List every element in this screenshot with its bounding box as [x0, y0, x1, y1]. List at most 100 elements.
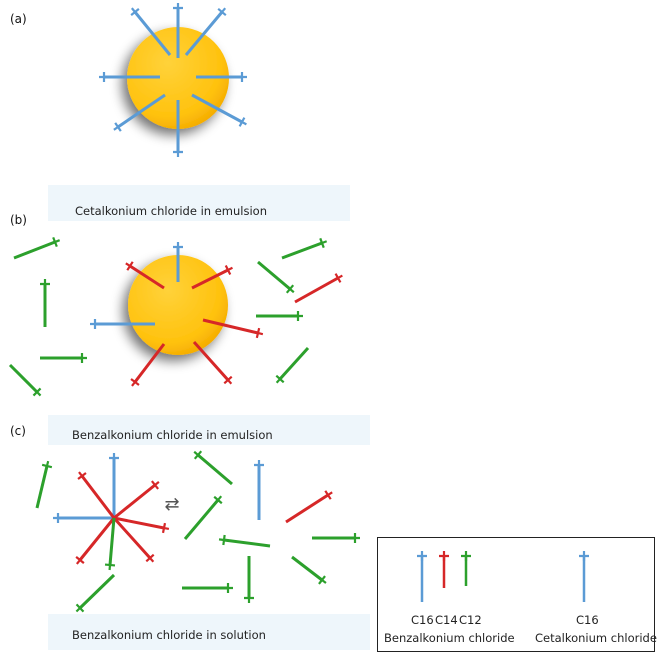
positive-charge-icon [158, 522, 170, 534]
positive-charge-icon [145, 553, 155, 563]
surfactant-c16-8 [173, 242, 183, 282]
positive-charge-icon [237, 117, 247, 127]
panel-b-caption-box: Benzalkonium chloride in emulsion [48, 415, 370, 445]
positive-charge-icon [579, 551, 589, 561]
legend-label-c16-bak: C16 [411, 613, 434, 627]
surfactant-c16-11 [90, 319, 155, 329]
panel-a-molecules [99, 3, 247, 157]
panel-b-molecules [8, 236, 343, 397]
positive-charge-icon [285, 284, 295, 294]
positive-charge-icon [317, 575, 327, 585]
positive-charge-icon [323, 490, 333, 500]
positive-charge-icon [104, 559, 116, 571]
surfactant-c12-34 [193, 450, 233, 486]
surfactant-c12-45 [461, 551, 471, 586]
positive-charge-icon [275, 374, 285, 384]
surfactant-c14-21 [294, 273, 343, 304]
surfactant-c14-28 [113, 516, 170, 534]
panel-c-caption-box: Benzalkonium chloride in solution [48, 614, 370, 650]
surfactant-c16-2 [184, 7, 227, 56]
positive-charge-icon [293, 311, 303, 321]
surfactant-c16-0 [130, 7, 172, 56]
positive-charge-icon [237, 72, 247, 82]
positive-charge-icon [113, 122, 123, 132]
legend-label-c14-bak: C14 [435, 613, 458, 627]
panel-b-caption: Benzalkonium chloride in emulsion [72, 428, 273, 442]
positive-charge-icon [223, 375, 233, 385]
positive-charge-icon [53, 513, 63, 523]
positive-charge-icon [109, 453, 119, 463]
surfactant-c12-15 [13, 236, 61, 260]
positive-charge-icon [75, 555, 85, 565]
positive-charge-icon [417, 551, 427, 561]
legend-label-c16-cetalkonium: C16 [576, 613, 599, 627]
positive-charge-icon [130, 377, 140, 387]
positive-charge-icon [223, 583, 233, 593]
surfactant-c14-29 [112, 516, 155, 563]
positive-charge-icon [125, 261, 135, 271]
positive-charge-icon [173, 242, 183, 252]
positive-charge-icon [193, 450, 203, 460]
surfactant-c12-39 [218, 534, 271, 548]
positive-charge-icon [99, 72, 109, 82]
positive-charge-icon [244, 593, 254, 603]
surfactant-c12-32 [35, 460, 53, 509]
surfactant-c14-38 [285, 490, 333, 524]
positive-charge-icon [150, 480, 160, 490]
surfactant-c12-41 [291, 555, 327, 585]
surfactant-c14-9 [125, 261, 165, 290]
positive-charge-icon [461, 551, 471, 561]
surfactant-c12-17 [8, 363, 42, 397]
surfactant-c16-43 [417, 551, 427, 602]
surfactant-c12-40 [244, 556, 254, 603]
positive-charge-icon [90, 319, 100, 329]
positive-charge-icon [77, 471, 87, 481]
panel-c-label: (c) [10, 424, 26, 438]
surfactant-c14-13 [130, 343, 166, 387]
panel-c-molecules [35, 450, 360, 613]
surfactant-c16-7 [191, 93, 247, 127]
surfactant-c12-20 [281, 237, 328, 260]
surfactant-c12-42 [312, 533, 360, 543]
surfactant-c12-18 [40, 353, 87, 363]
positive-charge-icon [350, 533, 360, 543]
positive-charge-icon [41, 460, 53, 472]
positive-charge-icon [254, 460, 264, 470]
surfactant-c12-31 [104, 517, 116, 571]
panel-c-caption: Benzalkonium chloride in solution [72, 628, 266, 642]
legend-label-c12-bak: C12 [459, 613, 482, 627]
surfactant-c16-46 [579, 551, 589, 602]
surfactant-c12-35 [183, 495, 223, 540]
surfactant-c16-25 [53, 513, 114, 523]
surfactant-c14-26 [77, 471, 116, 519]
positive-charge-icon [173, 147, 183, 157]
legend-group-benzalkonium: Benzalkonium chloride [384, 631, 515, 645]
surfactant-c12-19 [257, 260, 295, 294]
legend: C16 C14 C12 C16 Benzalkonium chloride Ce… [377, 537, 657, 652]
surfactant-c16-4 [196, 72, 247, 82]
surfactant-c16-5 [113, 93, 166, 132]
surfactant-c14-27 [113, 480, 160, 520]
positive-charge-icon [32, 387, 42, 397]
panel-b-label: (b) [10, 213, 27, 227]
positive-charge-icon [333, 273, 343, 283]
surfactant-c14-10 [191, 265, 233, 290]
surfactant-c12-22 [256, 311, 303, 321]
legend-group-cetalkonium: Cetalkonium chloride [535, 631, 657, 645]
surfactant-c16-1 [173, 3, 183, 58]
positive-charge-icon [49, 236, 61, 248]
surfactant-c12-23 [275, 346, 310, 384]
surfactant-c16-3 [99, 72, 160, 82]
surfactant-c14-12 [202, 318, 264, 339]
panel-a-caption-box: Cetalkonium chloride in emulsion [48, 185, 350, 221]
surfactant-c14-44 [439, 551, 449, 588]
positive-charge-icon [130, 7, 140, 17]
panel-a-caption: Cetalkonium chloride in emulsion [75, 204, 267, 218]
positive-charge-icon [173, 3, 183, 13]
positive-charge-icon [316, 237, 328, 249]
positive-charge-icon [223, 265, 233, 275]
panel-a-label: (a) [10, 12, 27, 26]
legend-swatches [417, 551, 589, 602]
positive-charge-icon [77, 353, 87, 363]
